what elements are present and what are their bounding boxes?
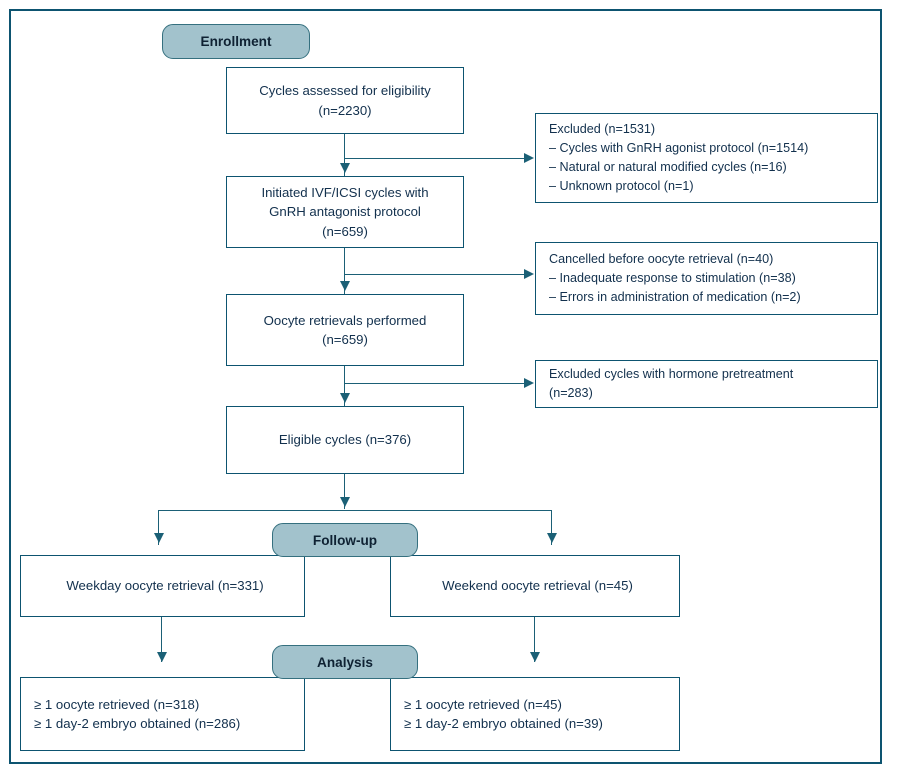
box-eligible-cycles: Eligible cycles (n=376) — [226, 406, 464, 474]
box-initiated-cycles-line1: Initiated IVF/ICSI cycles with — [261, 185, 429, 201]
connector-retrievals-to-eligible — [344, 366, 346, 406]
arrowhead-to-eligible — [339, 393, 350, 403]
connector-assessed-to-initiated — [344, 134, 346, 176]
box-oocyte-retrievals: Oocyte retrievals performed (n=659) — [226, 294, 464, 366]
box-hormone-pretreatment-line1: Excluded cycles with hormone pretreatmen… — [549, 367, 794, 382]
arrowhead-to-weekend — [546, 533, 557, 543]
box-excluded-protocol-line1: Excluded (n=1531) — [549, 122, 656, 137]
box-initiated-cycles-line3: (n=659) — [322, 223, 368, 239]
arrowhead-weekend-analysis — [529, 652, 540, 662]
box-cycles-assessed: Cycles assessed for eligibility (n=2230) — [226, 67, 464, 134]
box-cycles-assessed-line2: (n=2230) — [318, 102, 372, 118]
arrowhead-to-weekday — [153, 533, 164, 543]
box-weekend-analysis-line2: ≥ 1 day-2 embryo obtained (n=39) — [404, 716, 603, 731]
box-excluded-protocol-line3: – Natural or natural modified cycles (n=… — [549, 160, 787, 174]
box-excluded-protocol: Excluded (n=1531) – Cycles with GnRH ago… — [535, 113, 878, 203]
stage-label-analysis-text: Analysis — [317, 654, 373, 670]
arrowhead-to-initiated — [339, 163, 350, 173]
connector-weekday-to-analysis — [161, 617, 163, 662]
arrowhead-to-excluded-protocol — [524, 153, 534, 163]
stage-label-enrollment: Enrollment — [162, 24, 310, 59]
box-weekend-retrieval: Weekend oocyte retrieval (n=45) — [390, 555, 680, 617]
box-hormone-pretreatment-line2: (n=283) — [549, 386, 593, 400]
split-bar-followup — [158, 510, 552, 512]
stage-label-analysis: Analysis — [272, 645, 418, 679]
arrowhead-to-hormone-pretreatment — [524, 378, 534, 388]
box-eligible-cycles-line1: Eligible cycles (n=376) — [278, 432, 412, 448]
box-cancelled-line3: – Errors in administration of medication… — [549, 289, 801, 304]
branch-line-to-cancelled — [345, 274, 525, 276]
arrowhead-to-cancelled — [524, 269, 534, 279]
box-weekend-retrieval-line1: Weekend oocyte retrieval (n=45) — [442, 578, 633, 594]
box-hormone-pretreatment: Excluded cycles with hormone pretreatmen… — [535, 360, 878, 408]
box-oocyte-retrievals-line2: (n=659) — [322, 332, 368, 347]
branch-line-to-hormone-pretreatment — [345, 383, 525, 385]
box-oocyte-retrievals-line1: Oocyte retrievals performed — [263, 312, 427, 328]
connector-eligible-down — [344, 474, 346, 509]
box-cycles-assessed-line1: Cycles assessed for eligibility — [259, 83, 431, 99]
arrowhead-eligible-down — [339, 497, 350, 507]
connector-weekend-to-analysis — [534, 617, 536, 662]
box-weekday-analysis-line1: ≥ 1 oocyte retrieved (n=318) — [34, 696, 200, 712]
box-excluded-protocol-line2: – Cycles with GnRH agonist protocol (n=1… — [549, 141, 809, 156]
box-weekend-analysis-line1: ≥ 1 oocyte retrieved (n=45) — [404, 696, 562, 712]
box-weekday-retrieval: Weekday oocyte retrieval (n=331) — [20, 555, 305, 617]
stage-label-followup-text: Follow-up — [312, 532, 378, 548]
box-weekday-analysis: ≥ 1 oocyte retrieved (n=318) ≥ 1 day-2 e… — [20, 677, 305, 751]
split-right-drop — [551, 510, 553, 545]
split-left-drop — [158, 510, 160, 545]
branch-line-to-excluded-protocol — [345, 158, 525, 160]
box-weekday-analysis-line2: ≥ 1 day-2 embryo obtained (n=286) — [34, 716, 241, 731]
stage-label-followup: Follow-up — [272, 523, 418, 557]
box-cancelled-line2: – Inadequate response to stimulation (n=… — [549, 271, 796, 286]
arrowhead-to-retrievals — [339, 281, 350, 291]
box-weekday-retrieval-line1: Weekday oocyte retrieval (n=331) — [66, 578, 264, 594]
stage-label-enrollment-text: Enrollment — [200, 34, 272, 49]
box-initiated-cycles-line2: GnRH antagonist protocol — [269, 204, 421, 220]
box-cancelled-before-retrieval: Cancelled before oocyte retrieval (n=40)… — [535, 242, 878, 315]
box-initiated-cycles: Initiated IVF/ICSI cycles with GnRH anta… — [226, 176, 464, 248]
connector-initiated-to-retrievals — [344, 248, 346, 294]
box-excluded-protocol-line4: – Unknown protocol (n=1) — [549, 178, 694, 193]
box-cancelled-line1: Cancelled before oocyte retrieval (n=40) — [549, 252, 774, 267]
arrowhead-weekday-analysis — [156, 652, 167, 662]
box-weekend-analysis: ≥ 1 oocyte retrieved (n=45) ≥ 1 day-2 em… — [390, 677, 680, 751]
